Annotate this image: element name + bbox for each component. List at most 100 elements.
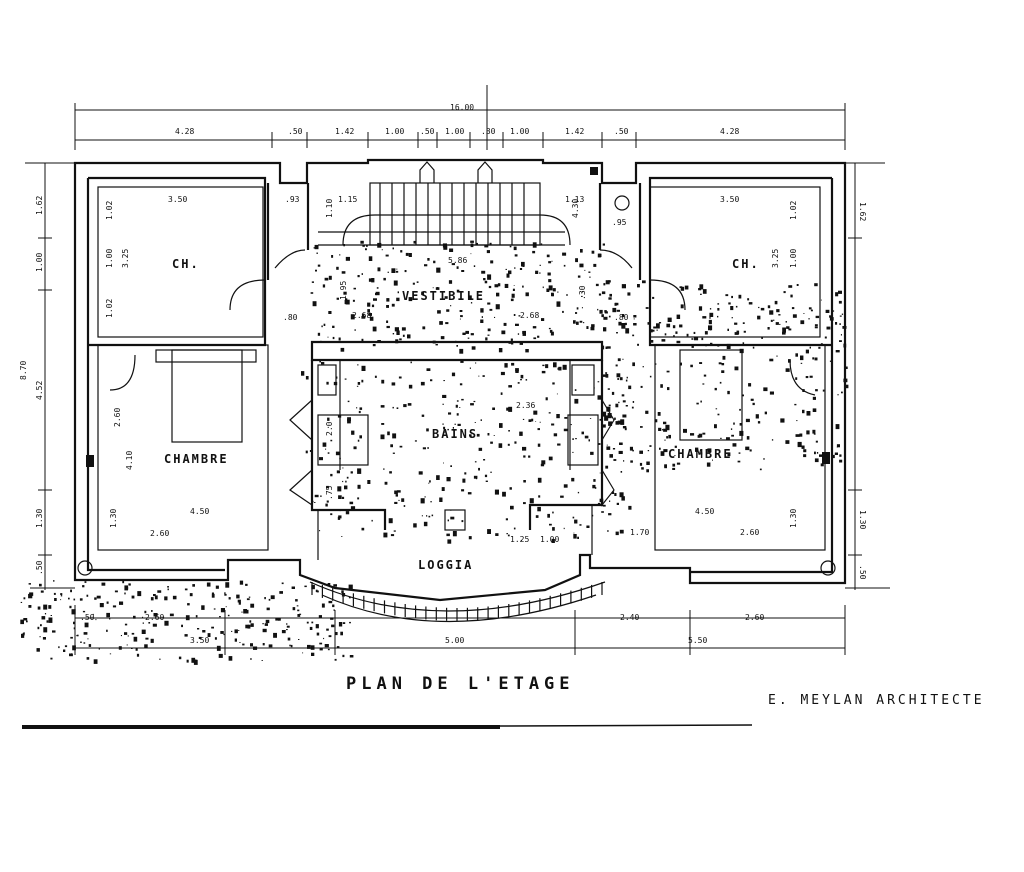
scan-speckle: [214, 637, 217, 640]
scan-speckle: [330, 617, 334, 620]
scan-speckle: [422, 447, 426, 450]
scan-speckle: [320, 495, 322, 497]
scan-speckle: [747, 298, 750, 301]
scan-speckle: [602, 424, 606, 428]
scan-speckle: [511, 293, 515, 298]
scan-speckle: [614, 417, 616, 420]
top-dimensions: 4.28 .50 1.42 1.00 .50 1.00 .30 1.00 1.4…: [175, 127, 739, 136]
scan-speckle: [668, 434, 671, 439]
scan-speckle: [380, 405, 385, 408]
scan-speckle: [43, 627, 48, 633]
scan-speckle: [597, 502, 601, 505]
scan-speckle: [266, 607, 270, 611]
scan-speckle: [289, 644, 291, 647]
scan-speckle: [437, 310, 441, 314]
scan-speckle: [133, 615, 136, 619]
scan-speckle: [396, 268, 398, 270]
scan-speckle: [763, 458, 765, 460]
scan-speckle: [510, 505, 514, 510]
scan-speckle: [318, 615, 322, 619]
scan-speckle: [602, 504, 606, 507]
scan-speckle: [460, 315, 463, 318]
scan-speckle: [574, 519, 578, 524]
scan-speckle: [408, 297, 413, 302]
dim-chl-4: 1.02: [105, 299, 114, 318]
scan-speckle: [632, 334, 635, 337]
scan-speckle: [604, 415, 609, 421]
scan-speckle: [549, 329, 553, 333]
bed-left: [171, 349, 243, 443]
scan-speckle: [246, 598, 250, 601]
scan-speckle: [344, 299, 349, 305]
scan-speckle: [819, 454, 824, 457]
scan-speckle: [805, 349, 809, 354]
interior-walls: [97, 183, 826, 560]
scan-speckle: [250, 658, 252, 660]
scan-speckle: [573, 320, 576, 324]
scan-speckle: [483, 459, 486, 461]
scan-speckle: [624, 322, 627, 326]
scan-speckle: [416, 281, 419, 283]
scan-speckle: [809, 346, 811, 349]
dim-chbr-3: 1.30: [789, 509, 798, 528]
scan-speckle: [443, 246, 448, 250]
scan-speckle: [386, 305, 389, 308]
scan-speckle: [621, 284, 626, 289]
scan-speckle: [551, 423, 555, 426]
scan-speckle: [573, 534, 577, 539]
scan-speckle: [376, 287, 379, 289]
scan-speckle: [704, 331, 708, 335]
scan-speckle: [502, 491, 506, 497]
scan-speckle: [262, 623, 264, 625]
scan-speckle: [612, 491, 615, 494]
scan-speckle: [727, 390, 730, 395]
scan-speckle: [512, 288, 515, 291]
scan-speckle: [552, 527, 555, 531]
scan-speckle: [137, 591, 142, 597]
dim-bottom-center: 5.00: [445, 636, 464, 645]
scan-speckle: [86, 594, 89, 597]
scan-speckle: [601, 314, 604, 318]
scan-speckle: [778, 314, 781, 316]
scan-speckle: [815, 389, 818, 392]
scan-speckle: [608, 404, 611, 407]
scan-speckle: [601, 291, 606, 295]
scan-speckle: [485, 337, 488, 341]
scan-speckle: [575, 438, 577, 440]
dim-chbr-0: 4.50: [695, 507, 714, 516]
scan-speckle: [311, 584, 315, 590]
scan-speckle: [427, 258, 430, 261]
scan-speckle: [41, 616, 46, 620]
scan-speckle: [640, 385, 643, 388]
scan-speckle: [54, 598, 57, 601]
scan-speckle: [576, 321, 579, 325]
scan-speckle: [133, 636, 138, 642]
scan-speckle: [487, 334, 490, 336]
scan-speckle: [486, 250, 490, 254]
scan-speckle: [456, 413, 459, 416]
scan-speckle: [764, 411, 767, 415]
scan-speckle: [763, 387, 768, 392]
scan-speckle: [632, 401, 635, 403]
scan-speckle: [680, 286, 685, 291]
scan-speckle: [625, 405, 628, 407]
scan-speckle: [776, 309, 780, 313]
scan-speckle: [700, 452, 703, 455]
scan-speckle: [556, 414, 560, 419]
scan-speckle: [471, 346, 476, 350]
scan-speckle: [399, 445, 403, 448]
scan-speckle: [498, 348, 503, 353]
scan-speckle: [581, 295, 583, 297]
dim-chr-1: 3.25: [771, 249, 780, 268]
scan-speckle: [539, 272, 541, 274]
scan-speckle: [739, 430, 744, 436]
scan-speckle: [297, 614, 301, 617]
scan-speckle: [607, 530, 609, 532]
dim-chl-0: 3.50: [168, 195, 187, 204]
scan-speckle: [150, 638, 154, 643]
scan-speckle: [513, 527, 516, 530]
top-dimension-line: [74, 85, 846, 150]
scan-speckle: [342, 622, 346, 624]
scan-speckle: [580, 249, 583, 253]
scan-speckle: [814, 326, 818, 329]
